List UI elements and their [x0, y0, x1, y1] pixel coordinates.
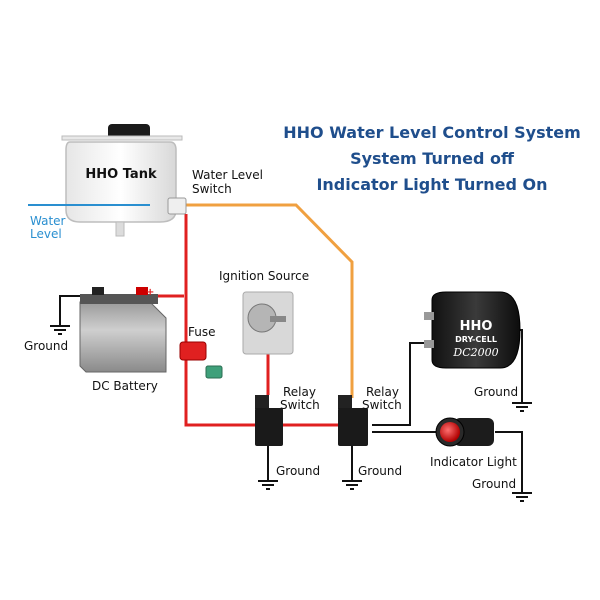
hho-dry-cell: HHO DRY-CELL DC2000	[424, 291, 521, 369]
indicator-housing	[454, 418, 494, 446]
ground-icon-light	[512, 492, 532, 502]
water-level-switch-label-2: Switch	[192, 182, 232, 196]
tank-outlet	[115, 221, 125, 237]
hho-tank-label: HHO Tank	[85, 167, 157, 182]
tank-body	[65, 141, 177, 223]
black-wire-relay2-to-cell	[372, 342, 430, 426]
battery-negative-terminal	[92, 287, 104, 295]
relay1-label-1: Relay	[283, 385, 316, 399]
ground-label-relay2: Ground	[358, 464, 402, 478]
relay2-tab	[338, 395, 352, 409]
diagram-title: HHO Water Level Control System System Tu…	[283, 123, 581, 194]
ground-label-cell: Ground	[474, 385, 518, 399]
fuse-label: Fuse	[188, 325, 216, 339]
dc-battery: +	[79, 287, 167, 373]
cell-brand-2: DRY-CELL	[455, 335, 497, 344]
battery-positive-terminal	[136, 287, 148, 295]
battery-body	[79, 301, 167, 373]
ground-icon-battery	[50, 325, 70, 335]
cell-body	[431, 291, 521, 369]
ignition-key-icon	[270, 316, 286, 322]
relay2-label-2: Switch	[362, 398, 402, 412]
water-level-switch-label-1: Water Level	[192, 168, 263, 182]
indicator-light-label: Indicator Light	[430, 455, 517, 469]
title-line-1: HHO Water Level Control System	[283, 123, 581, 142]
relay2-body	[338, 408, 368, 446]
relay1-label-2: Switch	[280, 398, 320, 412]
relay-switch-2	[338, 395, 368, 446]
water-level-label-1: Water	[30, 214, 66, 228]
ignition-source-label: Ignition Source	[219, 269, 309, 283]
red-wire-switch-to-fuse	[184, 214, 352, 427]
ground-icon-relay2	[342, 480, 362, 490]
relay-switch-1	[255, 395, 283, 446]
hho-tank: HHO Tank	[28, 124, 187, 237]
relay2-label-1: Relay	[366, 385, 399, 399]
fuse-holder	[179, 341, 207, 361]
cell-bolt-1	[424, 312, 434, 320]
ground-icon-relay1	[258, 480, 278, 490]
orange-wire-level-switch	[186, 203, 354, 398]
fuse-blade	[205, 365, 223, 379]
plus-icon: +	[146, 287, 154, 298]
ground-label-battery: Ground	[24, 339, 68, 353]
cell-bolt-2	[424, 340, 434, 348]
relay1-body	[255, 408, 283, 446]
cell-model: DC2000	[452, 346, 498, 359]
cell-brand-1: HHO	[460, 319, 493, 334]
indicator-light	[435, 417, 494, 447]
black-wire-light-ground	[495, 431, 523, 492]
title-line-2: System Turned off	[350, 149, 515, 168]
indicator-lamp-icon	[440, 422, 460, 442]
ground-icon-cell	[512, 402, 532, 412]
title-line-3: Indicator Light Turned On	[316, 175, 547, 194]
tank-handle	[61, 135, 183, 141]
ground-label-light: Ground	[472, 477, 516, 491]
battery-top	[80, 294, 158, 304]
relay1-tab	[255, 395, 269, 409]
dc-battery-label: DC Battery	[92, 379, 158, 393]
ground-label-relay1: Ground	[276, 464, 320, 478]
water-level-label-2: Level	[30, 227, 62, 241]
water-level-switch	[167, 197, 187, 215]
ignition-source	[242, 291, 294, 355]
ground-symbols	[50, 325, 532, 502]
fuse	[179, 341, 223, 379]
